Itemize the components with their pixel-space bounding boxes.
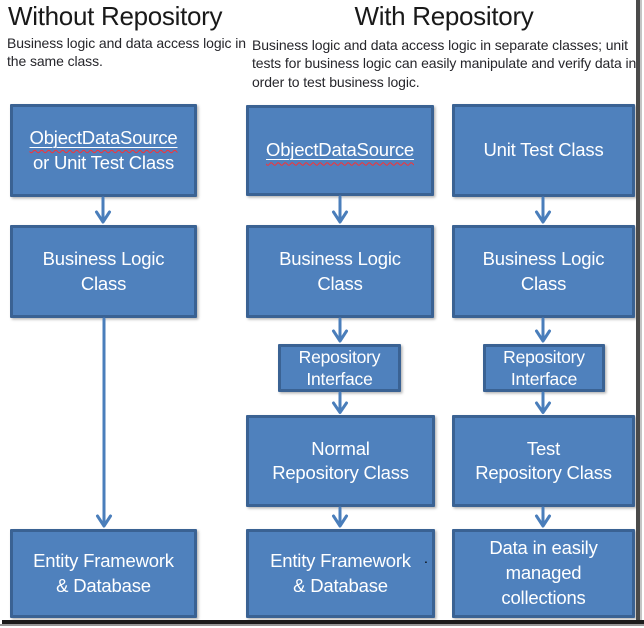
frame-right-edge (636, 0, 640, 621)
misspelled-word: ObjectDataSource (266, 139, 414, 161)
box-label-line: Test (526, 437, 561, 459)
arrow-down-icon (332, 317, 348, 343)
box-label-line: Entity Framework (33, 550, 174, 572)
heading-without-repository: Without Repository (8, 1, 223, 31)
box-label-line: ObjectDataSource (30, 126, 178, 150)
box-label-line: Class (317, 272, 363, 294)
spellcheck-squiggle: ObjectDataSource (30, 127, 178, 148)
arrow-down-icon (535, 196, 551, 224)
box-business-logic-class-without: Business Logic Class (10, 225, 197, 318)
box-business-logic-class-normal: Business Logic Class (246, 225, 434, 318)
box-label-line: Data in easily (489, 537, 598, 559)
arrow-down-icon (332, 506, 348, 528)
arrow-down-icon (332, 391, 348, 414)
arrow-down-icon (95, 196, 111, 224)
box-label-line: managed (505, 562, 582, 584)
box-label-line: Unit Test Class (483, 139, 604, 161)
frame-right-highlight (640, 0, 642, 621)
box-unit-test-class: Unit Test Class (452, 104, 635, 197)
box-label-line: Repository Class (272, 462, 409, 483)
box-label-line: ObjectDataSource (266, 138, 414, 162)
spellcheck-squiggle: ObjectDataSource (266, 139, 414, 160)
misspelled-word: ObjectDataSource (29, 127, 178, 149)
box-label-line: Entity Framework (270, 550, 411, 572)
box-label-line: Normal (311, 437, 370, 459)
box-data-in-easily-managed-collections: Data in easily managed collections (452, 529, 635, 618)
box-business-logic-class-test: Business Logic Class (452, 225, 635, 318)
box-objectdatasource: ObjectDataSource (246, 105, 434, 196)
description-with-repository: Business logic and data access logic in … (252, 37, 637, 90)
box-entity-framework-database-without: Entity Framework & Database (10, 529, 197, 618)
arrow-down-icon (332, 195, 348, 224)
box-label-line: & Database (293, 574, 388, 596)
frame-bottom-edge (2, 620, 644, 624)
box-repository-interface-test: Repository Interface (483, 344, 605, 392)
stray-period-mark: . (424, 550, 428, 566)
box-label-line: Repository (298, 346, 381, 367)
arrow-down-icon (535, 391, 551, 414)
box-label-line: Repository (503, 346, 585, 367)
box-label-line: Business Logic (482, 248, 605, 270)
box-objectdatasource-or-unit-test-class: ObjectDataSource or Unit Test Class (10, 104, 197, 197)
box-label-line: Interface (510, 369, 578, 389)
arrow-down-icon (96, 317, 112, 528)
arrow-down-icon (535, 506, 551, 528)
arrow-down-icon (535, 317, 551, 343)
box-label-line: Business Logic (42, 248, 165, 270)
heading-with-repository: With Repository (354, 1, 534, 31)
frame-bottom-shadow (0, 624, 644, 626)
box-test-repository-class: Test Repository Class (452, 415, 635, 507)
box-repository-interface-normal: Repository Interface (278, 344, 401, 392)
box-label-line: & Database (56, 574, 151, 596)
box-normal-repository-class: Normal Repository Class (246, 415, 435, 507)
box-label-line: Class (520, 272, 567, 294)
box-label-line: Business Logic (279, 248, 401, 270)
box-entity-framework-database-normal: Entity Framework & Database (246, 529, 435, 618)
box-label-line: Repository Class (475, 462, 612, 483)
box-label-line: or Unit Test Class (32, 151, 175, 173)
description-without-repository: Business logic and data access logic in … (7, 35, 246, 70)
box-label-line: Interface (306, 369, 373, 389)
box-label-line: collections (501, 586, 586, 608)
box-label-line: Class (80, 272, 127, 294)
